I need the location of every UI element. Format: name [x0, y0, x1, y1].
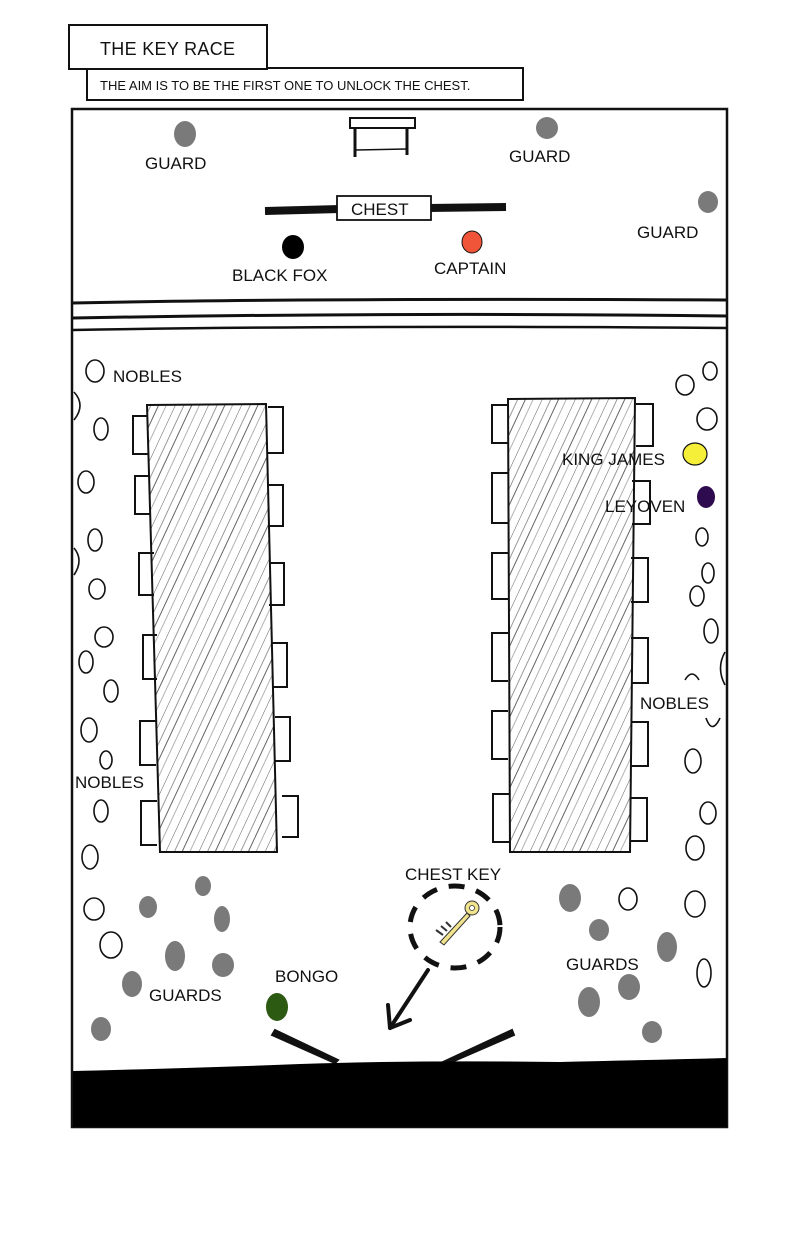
- left-table-chairs-left: [132, 415, 157, 846]
- right-table-chairs-right: [631, 403, 654, 842]
- nobles-right-group: [618, 361, 726, 988]
- divider-wall: [72, 297, 728, 332]
- chest-key-label: CHEST KEY: [405, 865, 501, 884]
- key-icon: [435, 900, 480, 946]
- title-box: THE KEY RACE: [68, 24, 268, 70]
- left-table-chairs-right: [268, 406, 299, 838]
- nobles-label: NOBLES: [113, 367, 182, 386]
- nobles-label: NOBLES: [640, 694, 709, 713]
- right-banquet-table: [491, 396, 654, 853]
- nobles-label: NOBLES: [75, 773, 144, 792]
- page-subtitle: THE AIM IS TO BE THE FIRST ONE TO UNLOCK…: [100, 78, 471, 93]
- key-dashed-circle: [407, 883, 503, 971]
- guard-label: GUARD: [145, 154, 206, 173]
- small-table: [349, 117, 416, 157]
- guards-label: GUARDS: [566, 955, 639, 974]
- nobles-left-group: [73, 359, 123, 959]
- leyoven-label: LEYOVEN: [605, 497, 685, 516]
- left-banquet-table: [132, 402, 299, 853]
- leyoven-marker: [697, 486, 715, 508]
- king-james-label: KING JAMES: [562, 450, 665, 469]
- guard-label: GUARD: [509, 147, 570, 166]
- guard-marker: [698, 191, 718, 213]
- king-james-marker: [682, 442, 708, 466]
- guard-label: GUARD: [637, 223, 698, 242]
- guards-label: GUARDS: [149, 986, 222, 1005]
- chest-label: CHEST: [351, 200, 409, 219]
- subtitle-box: THE AIM IS TO BE THE FIRST ONE TO UNLOCK…: [86, 67, 524, 101]
- guards-left-group: [91, 876, 234, 1041]
- guard-marker: [536, 117, 558, 139]
- captain-marker: [461, 230, 483, 254]
- guard-marker: [174, 121, 196, 147]
- chest: CHEST: [264, 195, 507, 221]
- page-title: THE KEY RACE: [100, 39, 236, 59]
- bongo-label: BONGO: [275, 967, 338, 986]
- arrow-icon: [386, 968, 430, 1030]
- right-table-chairs-left: [491, 404, 509, 843]
- black-fox-label: BLACK FOX: [232, 266, 327, 285]
- gate-left-door: [270, 1028, 340, 1065]
- entrance-floor: [73, 1058, 727, 1127]
- bongo-marker: [266, 993, 288, 1021]
- black-fox-marker: [282, 235, 304, 259]
- captain-label: CAPTAIN: [434, 259, 506, 278]
- guards-right-group: [559, 884, 677, 1043]
